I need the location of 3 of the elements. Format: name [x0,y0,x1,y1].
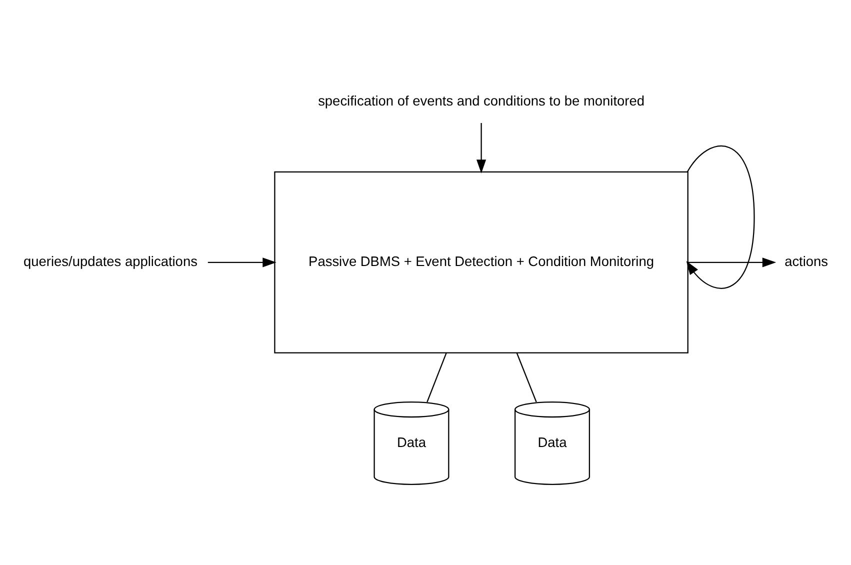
node-text: specification of events and conditions to be monitored [318,93,644,108]
node-text: actions [784,253,828,268]
node-text: queries/updates applications [24,253,198,268]
